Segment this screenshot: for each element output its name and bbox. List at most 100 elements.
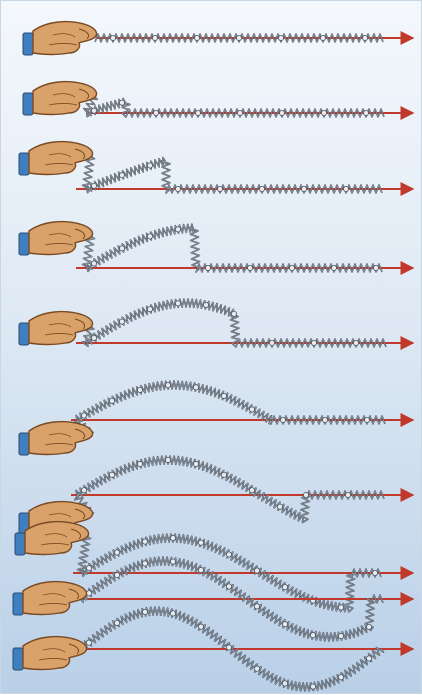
- spring-bead: [362, 35, 367, 40]
- spring-bead: [221, 393, 226, 398]
- hand-icon: [19, 312, 93, 345]
- hand-icon: [19, 422, 93, 455]
- spring-bead: [278, 35, 283, 40]
- spring-bead: [221, 472, 226, 477]
- spring-bead: [153, 110, 158, 115]
- wave-frame-4: [19, 222, 413, 272]
- spring-bead: [366, 656, 371, 661]
- spring-bead: [91, 108, 96, 113]
- wave-frame-6: [19, 381, 413, 455]
- spring-bead: [142, 561, 147, 566]
- spring-bead: [81, 488, 86, 493]
- spring-bead: [282, 585, 287, 590]
- spring-bead: [109, 472, 114, 477]
- spring-bead: [372, 570, 377, 575]
- spring-bead: [137, 461, 142, 466]
- spring-bead: [175, 186, 180, 191]
- spring-bead: [165, 383, 170, 388]
- spring-bead: [114, 572, 119, 577]
- wave-frame-10: [13, 607, 413, 691]
- spring-bead: [254, 604, 259, 609]
- spring-bead: [226, 645, 231, 650]
- spring-bead: [303, 492, 308, 497]
- hand-icon: [13, 637, 87, 670]
- spring-bead: [165, 457, 170, 462]
- spring-bead: [237, 110, 242, 115]
- spring-bead: [217, 186, 222, 191]
- wave-frame-2: [23, 82, 413, 117]
- spring-bead: [345, 492, 350, 497]
- hand-icon: [19, 222, 93, 255]
- spring-bead: [279, 110, 284, 115]
- spring-bead: [114, 550, 119, 555]
- spring-coil-highlight: [82, 299, 386, 347]
- spring-bead: [353, 340, 358, 345]
- spring-bead: [310, 684, 315, 689]
- spring-bead: [203, 302, 208, 307]
- spring-bead: [254, 666, 259, 671]
- hand-icon: [13, 582, 87, 615]
- spring-bead: [175, 227, 180, 232]
- spring-bead: [338, 634, 343, 639]
- spring-bead: [310, 633, 315, 638]
- spring-coil: [75, 456, 384, 523]
- spring-bead: [193, 385, 198, 390]
- spring-bead: [175, 301, 180, 306]
- spring-bead: [277, 504, 282, 509]
- spring-bead: [247, 265, 252, 270]
- spring-bead: [91, 183, 96, 188]
- spring-bead: [280, 417, 285, 422]
- spring-bead: [321, 110, 326, 115]
- spring-bead: [366, 624, 371, 629]
- spring-bead: [81, 413, 86, 418]
- spring-bead: [194, 35, 199, 40]
- spring-bead: [109, 398, 114, 403]
- spring-bead: [259, 186, 264, 191]
- spring-bead: [269, 340, 274, 345]
- spring-bead: [170, 611, 175, 616]
- spring-bead: [254, 568, 259, 573]
- spring-bead: [363, 110, 368, 115]
- wave-frame-3: [19, 142, 413, 193]
- spring-bead: [114, 620, 119, 625]
- spring-bead: [86, 640, 91, 645]
- spring-bead: [137, 387, 142, 392]
- spring-bead: [198, 624, 203, 629]
- spring-bead: [249, 407, 254, 412]
- spring-bead: [91, 261, 96, 266]
- spring-bead: [119, 246, 124, 251]
- spring-bead: [320, 35, 325, 40]
- spring-bead: [170, 535, 175, 540]
- spring-bead: [119, 319, 124, 324]
- spring-bead: [338, 675, 343, 680]
- spring-bead: [289, 265, 294, 270]
- spring-bead: [142, 609, 147, 614]
- spring-bead: [226, 584, 231, 589]
- wave-frame-1: [23, 22, 413, 55]
- spring-bead: [198, 540, 203, 545]
- spring-bead: [322, 417, 327, 422]
- spring-bead: [236, 35, 241, 40]
- spring-bead: [331, 265, 336, 270]
- spring-bead: [338, 605, 343, 610]
- spring-bead: [193, 461, 198, 466]
- spring-coil-highlight: [83, 224, 383, 272]
- hand-icon: [19, 142, 93, 175]
- spring-bead: [195, 110, 200, 115]
- spring-bead: [147, 307, 152, 312]
- spring-bead: [91, 335, 96, 340]
- spring-bead: [373, 265, 378, 270]
- spring-bead: [282, 622, 287, 627]
- spring-bead: [231, 311, 236, 316]
- spring-bead: [364, 417, 369, 422]
- spring-coil-highlight: [75, 456, 384, 523]
- wave-frame-5: [19, 299, 413, 347]
- spring-bead: [119, 173, 124, 178]
- spring-bead: [226, 552, 231, 557]
- spring-bead: [142, 539, 147, 544]
- wave-frame-7: [19, 456, 413, 535]
- spring-bead: [343, 186, 348, 191]
- spring-bead: [147, 234, 152, 239]
